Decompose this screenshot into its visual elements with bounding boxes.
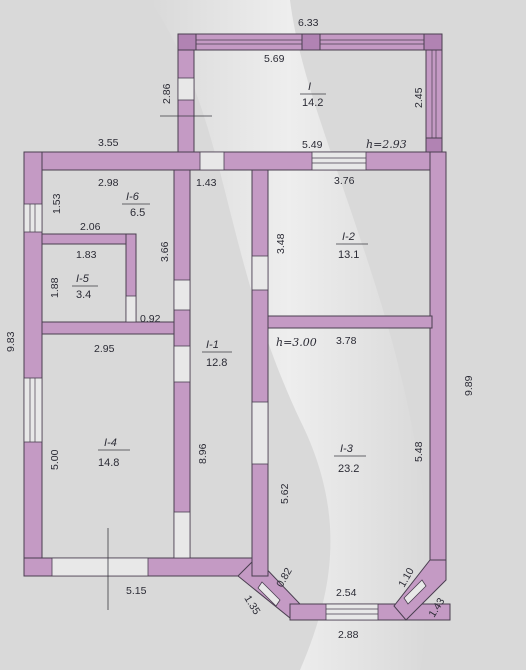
dim-corridor-length: 8.96	[197, 443, 209, 464]
room-area-r4: 14.8	[98, 457, 119, 469]
dim-r2-width: 3.76	[334, 175, 355, 187]
dim-r6-depth: 3.66	[159, 241, 171, 262]
dim-corridor-width: 1.43	[196, 177, 217, 189]
dim-bay-bottom: 2.88	[338, 629, 359, 641]
dim-r3-left-height: 5.62	[279, 483, 291, 504]
dim-r4-width: 2.95	[94, 343, 115, 355]
house-walls	[23, 151, 451, 621]
room-area-r1: 12.8	[206, 357, 227, 369]
dim-house-right-total: 9.89	[463, 375, 475, 396]
room-area-r2: 13.1	[338, 249, 359, 261]
dim-house-top-left: 3.55	[98, 137, 119, 149]
dimension-labels: 6.33 5.69 2.86 2.45 3.55 5.49 1.43 2.98 …	[5, 17, 475, 641]
dim-house-left-total: 9.83	[5, 331, 17, 352]
dim-r6-height: 1.53	[51, 193, 63, 214]
dim-r3-width: 3.78	[336, 335, 357, 347]
ceiling-height-veranda: h=2.93	[366, 138, 407, 151]
dim-house-top-right: 5.49	[302, 139, 323, 151]
dim-r5-width: 1.83	[76, 249, 97, 261]
room-area-r3: 23.2	[338, 463, 359, 475]
room-labels: I 14.2 I-6 6.5 I-5 3.4 I-2 13.1 I-1 12.8…	[72, 81, 368, 475]
dim-r3-right-height: 5.48	[413, 441, 425, 462]
room-code-r4: I-4	[104, 437, 117, 449]
dim-r2-height: 3.48	[275, 233, 287, 254]
dim-veranda-inner-width: 5.69	[264, 53, 285, 65]
dim-r5-height: 1.88	[49, 277, 61, 298]
room-area-r6: 6.5	[130, 207, 145, 219]
dim-veranda-left-height: 2.86	[161, 83, 173, 104]
room-code-r1: I-1	[206, 339, 219, 351]
dim-r5-offset: 0.92	[140, 313, 161, 325]
room-code-r2: I-2	[342, 231, 355, 243]
dim-r6-width: 2.98	[98, 177, 119, 189]
dim-veranda-right-height: 2.45	[413, 87, 425, 108]
room-area-r5: 3.4	[76, 289, 91, 301]
room-code-r6: I-6	[126, 191, 140, 203]
room-code-veranda: I	[308, 81, 311, 93]
dim-r6-inner: 2.06	[80, 221, 101, 233]
dim-r4-height: 5.00	[49, 449, 61, 470]
room-code-r5: I-5	[76, 273, 90, 285]
dim-veranda-top: 6.33	[298, 17, 319, 29]
dim-bay-window: 2.54	[336, 587, 357, 599]
dim-bottom-left: 5.15	[126, 585, 147, 597]
room-area-veranda: 14.2	[302, 97, 323, 109]
room-code-r3: I-3	[340, 443, 354, 455]
ceiling-height-main: h=3.00	[276, 336, 317, 349]
